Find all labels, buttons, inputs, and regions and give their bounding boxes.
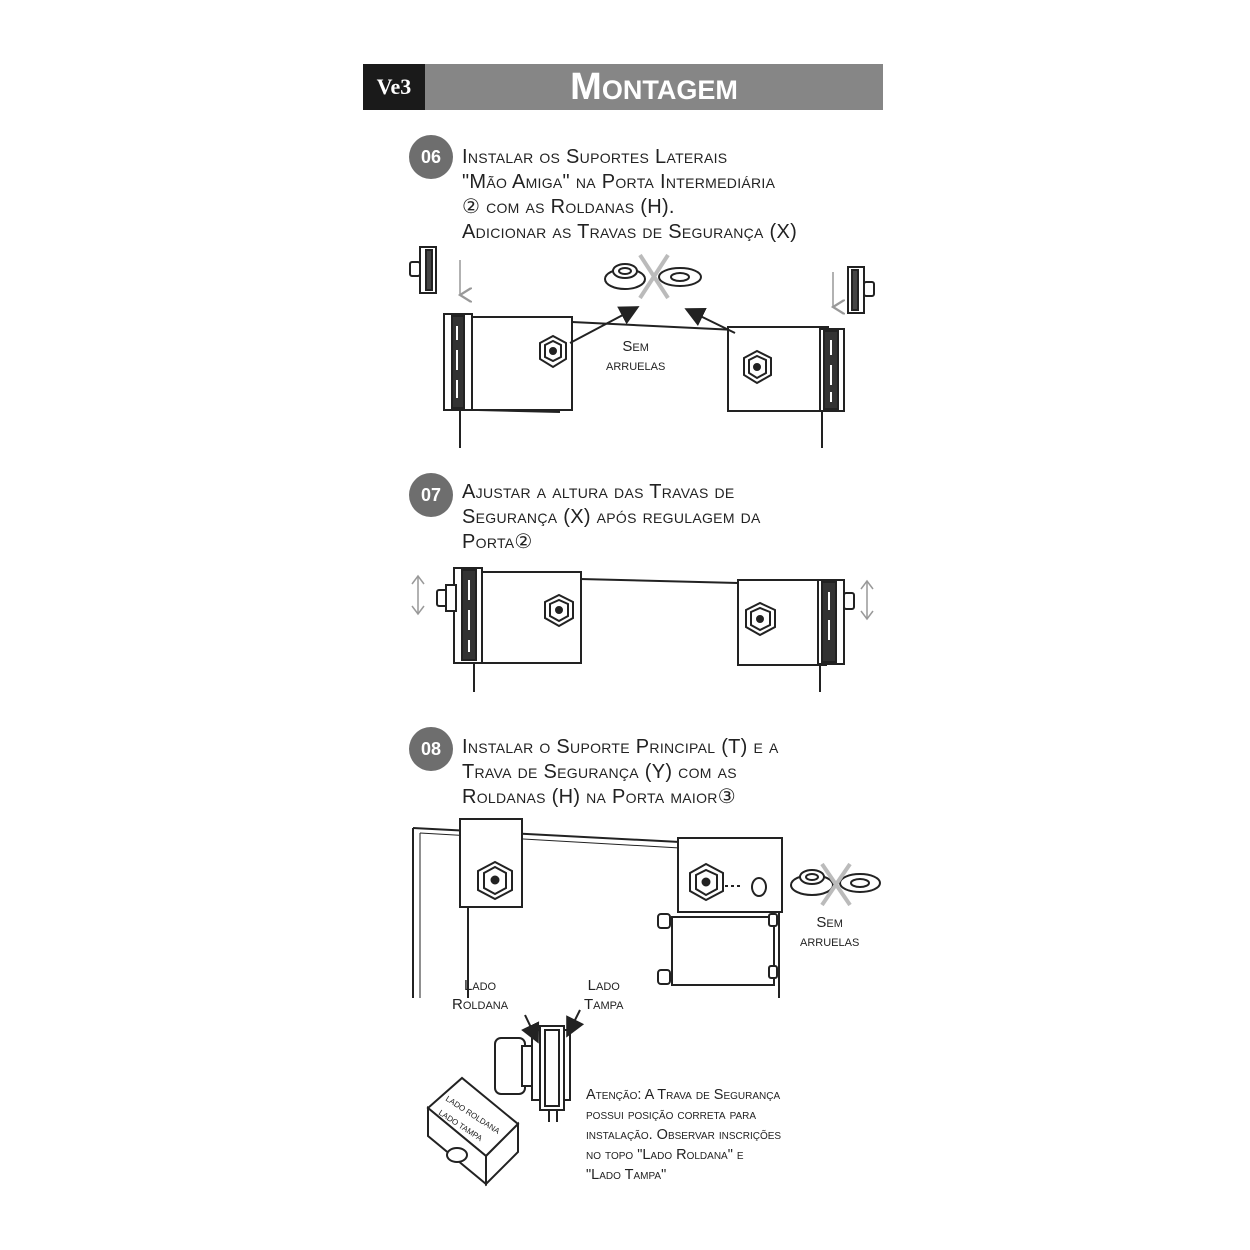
step-06-line-2: "Mão Amiga" na Porta Intermediária (462, 171, 776, 193)
lado-roldana-line-2: Roldana (452, 996, 509, 1013)
attention-note: Atenção: A Trava de Segurança possui pos… (586, 1085, 781, 1185)
nut-icon (743, 349, 772, 385)
step-08-line-1: Instalar o Suporte Principal (T) e a (462, 736, 779, 758)
nut-icon (689, 862, 724, 902)
note-line-4: no topo "Lado Roldana" e (586, 1147, 744, 1163)
nut-icon (745, 601, 776, 637)
safety-lock-icon (426, 1076, 520, 1187)
note-line-3: instalação. Observar inscrições (586, 1127, 782, 1143)
washer-icon (790, 869, 881, 896)
lado-tampa-line-1: Lado (587, 977, 620, 994)
step-07-badge: 07 (409, 473, 453, 517)
step-06-badge: 06 (409, 135, 453, 179)
step-08-line-2: Trava de Segurança (Y) com as (462, 761, 737, 783)
cross-out-icon (638, 253, 670, 300)
page-title: Montagem (425, 64, 883, 110)
safety-lock-icon (847, 266, 875, 314)
step-07-line-3: Porta② (462, 531, 533, 553)
step-07-drawing (411, 567, 874, 692)
step-08-badge: 08 (409, 727, 453, 771)
washer-icon (604, 263, 702, 290)
sem-arruelas-label-1: Sem arruelas (606, 337, 665, 375)
roller-icon (494, 1025, 571, 1122)
step-07-line-1: Ajustar a altura das Travas de (462, 481, 735, 503)
header-code: Ve3 (363, 64, 425, 110)
step-08-line-3: Roldanas (H) na Porta maior③ (462, 786, 736, 808)
sem-arruelas-1-line-1: Sem (622, 338, 649, 355)
step-07-line-2: Segurança (X) após regulagem da (462, 506, 761, 528)
note-line-5: "Lado Tampa" (586, 1167, 667, 1183)
step-06-line-1: Instalar os Suportes Laterais (462, 146, 728, 168)
step-06-text: Instalar os Suportes Laterais "Mão Amiga… (462, 145, 797, 245)
lado-tampa-label: Lado Tampa (584, 976, 624, 1014)
vertical-adjust-icon (411, 574, 425, 616)
sem-arruelas-2-line-2: arruelas (800, 933, 860, 950)
note-line-1: Atenção: A Trava de Segurança (586, 1087, 781, 1103)
nut-icon (477, 860, 513, 901)
lado-tampa-line-2: Tampa (584, 996, 624, 1013)
note-line-2: possui posição correta para (586, 1107, 757, 1123)
sem-arruelas-label-2: Sem arruelas (800, 913, 859, 951)
step-06-line-4: Adicionar as Travas de Segurança (X) (462, 221, 798, 243)
step-06-drawing (409, 246, 875, 448)
step-07-text: Ajustar a altura das Travas de Segurança… (462, 480, 761, 555)
nut-icon (544, 593, 574, 628)
nut-icon (539, 334, 567, 369)
step-08-text: Instalar o Suporte Principal (T) e a Tra… (462, 735, 779, 810)
safety-lock-icon (409, 246, 437, 294)
lado-roldana-label: Lado Roldana (452, 976, 508, 1014)
sem-arruelas-1-line-2: arruelas (606, 357, 666, 374)
step-06-line-3: ② com as Roldanas (H). (462, 196, 675, 218)
lado-roldana-line-1: Lado (463, 977, 497, 994)
sem-arruelas-2-line-1: Sem (816, 914, 843, 931)
vertical-adjust-icon (860, 579, 874, 621)
cross-out-icon (820, 862, 852, 907)
step-08-drawing (412, 818, 881, 1187)
